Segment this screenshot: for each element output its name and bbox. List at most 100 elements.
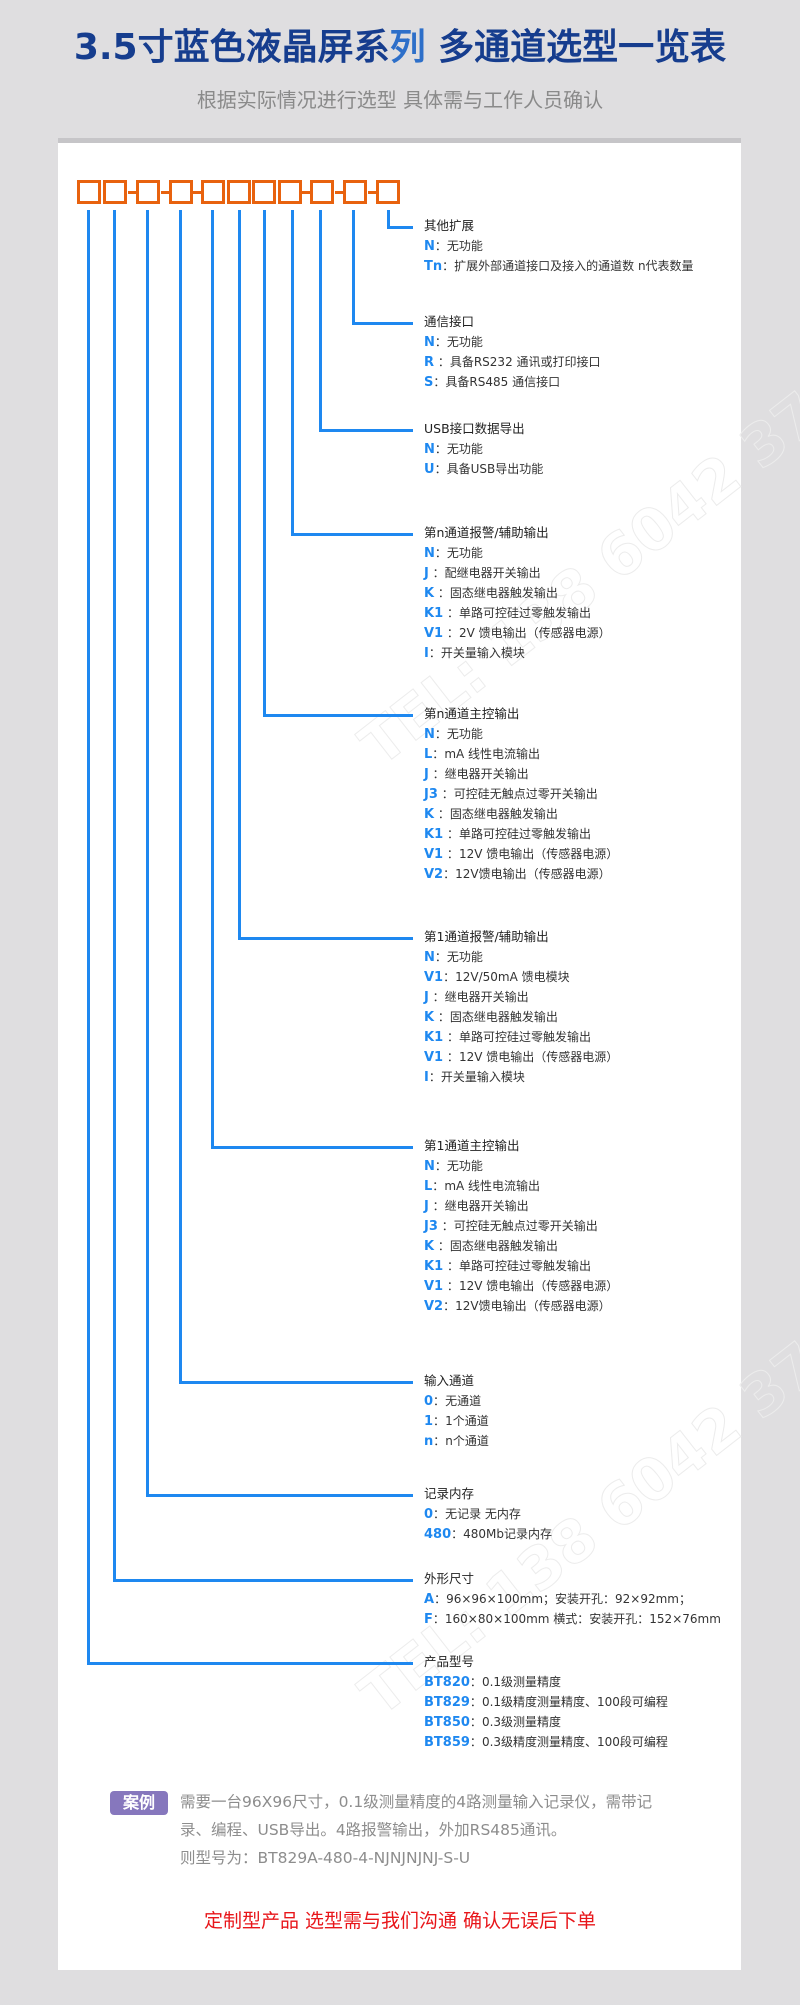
option-separator: ： <box>428 990 445 1004</box>
option-separator: ： <box>428 646 441 660</box>
option-description: 具备RS232 通讯或打印接口 <box>449 355 601 369</box>
connector-horizontal-line <box>263 714 413 717</box>
option-separator: ： <box>434 355 450 369</box>
option-item: A：96×96×100mm；安装开孔：92×92mm； <box>424 1589 744 1609</box>
page-subtitle: 根据实际情况进行选型 具体需与工作人员确认 <box>196 88 604 112</box>
connector-horizontal-line <box>211 1146 413 1149</box>
option-separator: ： <box>443 1030 459 1044</box>
title-text-highlight: 列 <box>389 27 426 68</box>
option-description: 12V 馈电输出（传感器电源） <box>458 1050 619 1064</box>
option-item: 1：1个通道 <box>424 1411 744 1431</box>
option-code: K <box>424 586 435 601</box>
section-title: 其他扩展 <box>424 218 475 233</box>
section-title: 通信接口 <box>424 314 475 329</box>
option-description: 单路可控硅过零触发输出 <box>458 1259 591 1273</box>
option-separator: ： <box>443 847 459 861</box>
connector-vertical-line <box>319 210 322 432</box>
option-description: 160×80×100mm 横式：安装开孔：152×76mm <box>444 1612 721 1626</box>
option-code: K <box>424 1010 435 1025</box>
code-box <box>103 180 127 204</box>
option-separator: ： <box>443 970 456 984</box>
option-item: N：无功能 <box>424 724 744 744</box>
option-code: F <box>424 1612 433 1627</box>
card-top-bar <box>58 138 741 144</box>
option-item: N：无功能 <box>424 543 744 563</box>
option-description: 1个通道 <box>445 1414 489 1428</box>
page-title: 3.5寸蓝色液晶屏系列 多通道选型一览表 <box>0 18 800 70</box>
option-description: 12V 馈电输出（传感器电源） <box>458 847 619 861</box>
option-description: 继电器开关输出 <box>444 990 529 1004</box>
option-code: V1 <box>424 1050 444 1065</box>
code-box <box>77 180 101 204</box>
code-box <box>136 180 160 204</box>
option-item: V1 ：2V 馈电输出（传感器电源） <box>424 623 744 643</box>
option-separator: ： <box>434 1592 447 1606</box>
option-item: N：无功能 <box>424 1156 744 1176</box>
custom-product-notice: 定制型产品 选型需与我们沟通 确认无误后下单 <box>203 1910 597 1932</box>
option-description: 无功能 <box>446 335 483 349</box>
option-item: L：mA 线性电流输出 <box>424 1176 744 1196</box>
option-separator: ： <box>434 1239 450 1253</box>
option-code: A <box>424 1592 435 1607</box>
option-separator: ： <box>433 1414 446 1428</box>
option-separator: ： <box>443 1050 459 1064</box>
option-description: 配继电器开关输出 <box>444 566 541 580</box>
connector-vertical-line <box>211 210 214 1149</box>
option-separator: ： <box>443 626 459 640</box>
connector-vertical-line <box>352 210 355 325</box>
code-box <box>201 180 225 204</box>
option-description: 开关量输入模块 <box>440 1070 525 1084</box>
option-separator: ： <box>432 1612 445 1626</box>
option-description: 可控硅无触点过零开关输出 <box>453 787 598 801</box>
code-box <box>227 180 251 204</box>
option-item: N：无功能 <box>424 236 744 256</box>
option-item: F：160×80×100mm 横式：安装开孔：152×76mm <box>424 1609 744 1629</box>
option-description: 具备USB导出功能 <box>446 462 544 476</box>
option-code: N <box>424 335 435 350</box>
section-title: 第1通道主控输出 <box>424 1138 520 1153</box>
section-title: USB接口数据导出 <box>424 421 525 436</box>
option-code: V1 <box>424 847 444 862</box>
option-item: J ：继电器开关输出 <box>424 987 744 1007</box>
option-code: V1 <box>424 1279 444 1294</box>
connector-vertical-line <box>113 210 116 1582</box>
option-separator: ： <box>433 375 446 389</box>
option-description: 可控硅无触点过零开关输出 <box>453 1219 598 1233</box>
option-separator: ： <box>433 1394 446 1408</box>
option-separator: ： <box>443 827 459 841</box>
option-item: V1 ：12V 馈电输出（传感器电源） <box>424 1047 744 1067</box>
code-box <box>278 180 302 204</box>
option-item: J ：继电器开关输出 <box>424 1196 744 1216</box>
option-description: 无通道 <box>445 1394 482 1408</box>
selection-card <box>58 143 741 1970</box>
option-item: J3 ：可控硅无触点过零开关输出 <box>424 784 744 804</box>
option-description: 固态继电器触发输出 <box>449 807 558 821</box>
option-description: 96×96×100mm；安装开孔：92×92mm； <box>446 1592 691 1606</box>
option-code: V1 <box>424 970 444 985</box>
option-item: Tn：扩展外部通道接口及接入的通道数 n代表数量 <box>424 256 744 276</box>
connector-horizontal-line <box>146 1494 413 1497</box>
option-item: K ：固态继电器触发输出 <box>424 804 744 824</box>
option-separator: ： <box>442 259 455 273</box>
code-box <box>169 180 193 204</box>
option-code: S <box>424 375 434 390</box>
code-box <box>376 180 400 204</box>
option-description: 继电器开关输出 <box>444 767 529 781</box>
option-separator: ： <box>428 1070 441 1084</box>
option-code: N <box>424 950 435 965</box>
option-description: 2V 馈电输出（传感器电源） <box>458 626 611 640</box>
connector-vertical-line <box>179 210 182 1384</box>
option-item: V1 ：12V 馈电输出（传感器电源） <box>424 1276 744 1296</box>
connector-vertical-line <box>263 210 266 717</box>
connector-horizontal-line <box>291 533 413 536</box>
option-separator: ： <box>432 747 445 761</box>
option-code: 1 <box>424 1414 434 1429</box>
option-item: L：mA 线性电流输出 <box>424 744 744 764</box>
option-description: 0.1级精度测量精度、100段可编程 <box>481 1695 668 1709</box>
option-description: 无功能 <box>446 1159 483 1173</box>
option-separator: ： <box>434 462 447 476</box>
